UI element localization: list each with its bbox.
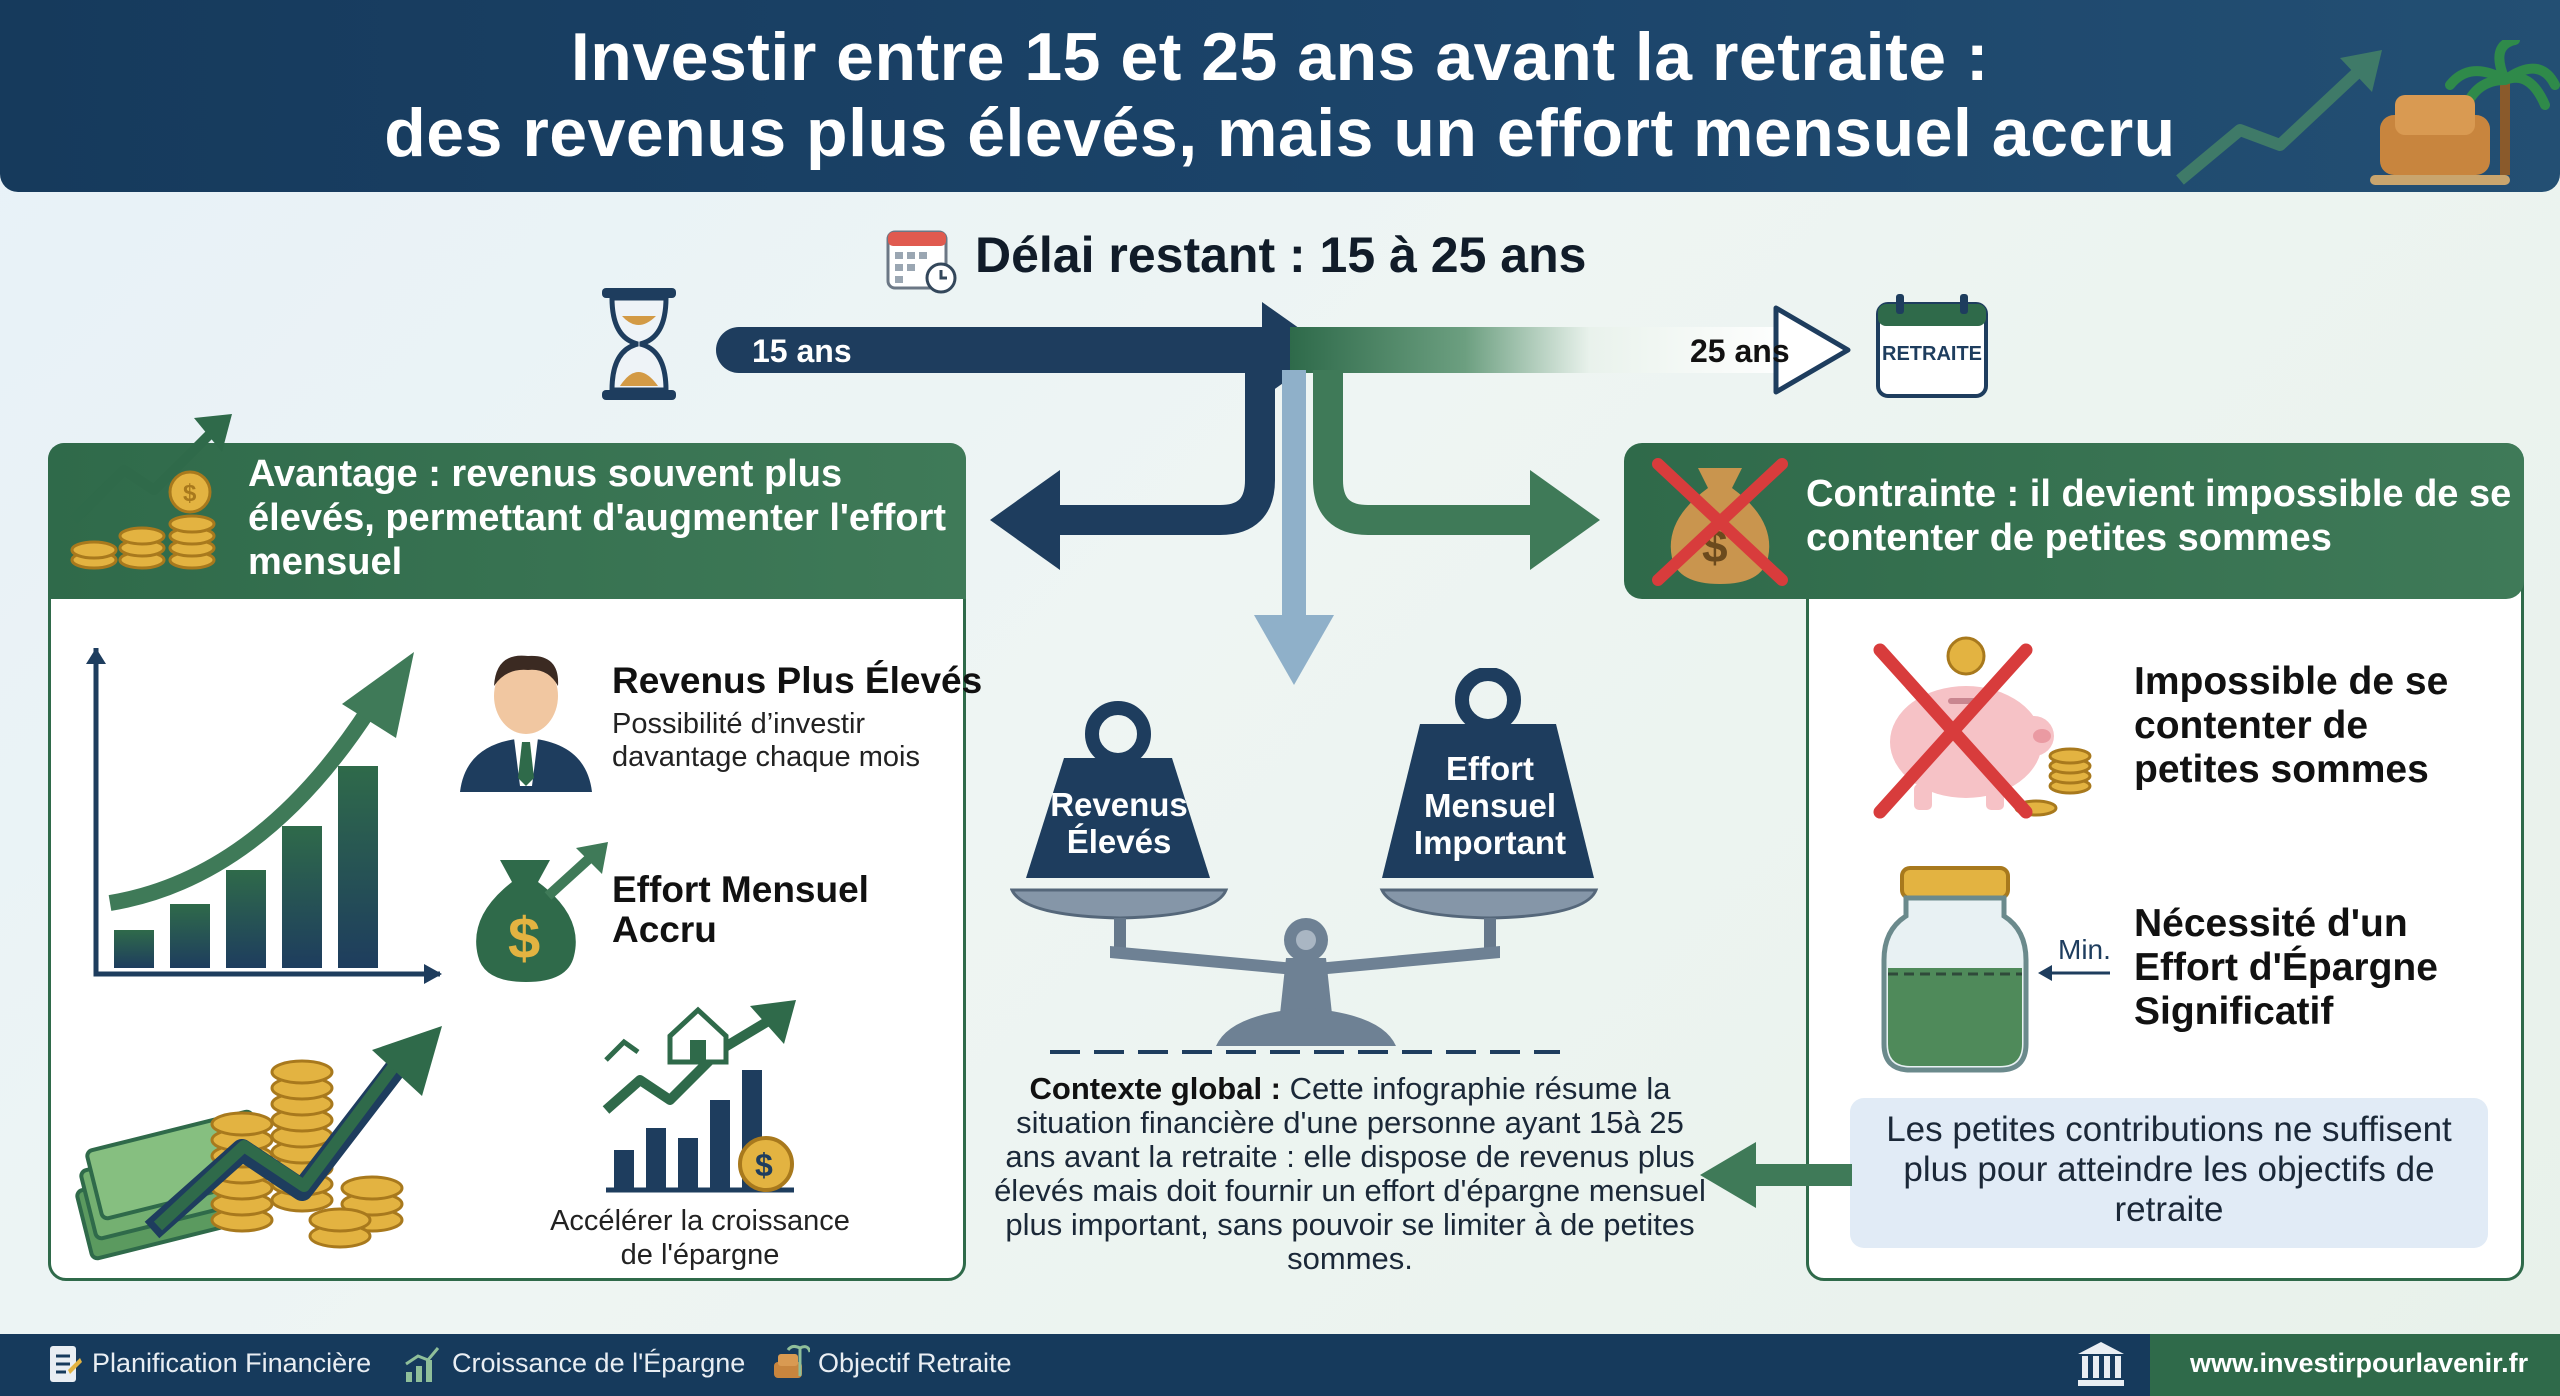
savings-jar-icon bbox=[1881, 866, 2029, 1073]
page-title-line1: Investir entre 15 et 25 ans avant la ret… bbox=[570, 19, 1990, 95]
accelerate-savings-caption: Accélérer la croissance de l'épargne bbox=[550, 1205, 850, 1271]
footer-retirement-goal: Objectif Retraite bbox=[818, 1348, 1012, 1378]
higher-income-desc: Possibilité d’investir davantage chaque … bbox=[612, 708, 920, 773]
significant-effort-title: Nécessité d'un Effort d'Épargne Signific… bbox=[2134, 902, 2438, 1033]
small-contributions-note: Les petites contributions ne suffisent p… bbox=[1886, 1110, 2452, 1229]
retirement-goal-icon bbox=[774, 1344, 810, 1378]
advantage-heading: Avantage : revenus souvent plus élevés, … bbox=[248, 453, 947, 583]
jar-min-label: Min. bbox=[2058, 934, 2111, 965]
footer-savings-growth: Croissance de l'Épargne bbox=[452, 1348, 746, 1378]
branch-arrows bbox=[990, 370, 1600, 685]
svg-text:$: $ bbox=[755, 1147, 773, 1183]
cash-coins-growth-icon bbox=[75, 1026, 442, 1261]
bank-icon bbox=[2078, 1342, 2124, 1386]
increased-effort-title: Effort Mensuel Accru bbox=[612, 869, 869, 950]
delay-title: Délai restant : 15 à 25 ans bbox=[975, 227, 1587, 283]
weight-left-label: Revenus Élevés bbox=[1050, 786, 1188, 860]
growth-bar-chart-icon bbox=[86, 648, 442, 984]
header-banner bbox=[0, 0, 2560, 192]
constraint-heading: Contrainte : il devient impossible de se… bbox=[1806, 473, 2512, 559]
page-title-line2: des revenus plus élevés, mais un effort … bbox=[384, 95, 2176, 171]
note-to-context-arrow bbox=[1700, 1142, 1852, 1208]
global-context-text: Contexte global : Cette infographie résu… bbox=[990, 1072, 1710, 1276]
timeline-end-label: 25 ans bbox=[1690, 333, 1790, 369]
timeline-end-arrow-icon bbox=[1773, 305, 1851, 395]
coins-growth-icon: $ bbox=[70, 414, 232, 570]
money-bag-icon: $ bbox=[476, 842, 608, 982]
planning-document-icon bbox=[50, 1346, 82, 1382]
footer-url-area bbox=[2150, 1334, 2560, 1396]
retirement-calendar-icon bbox=[1876, 294, 1988, 398]
crossed-money-bag-icon: $ bbox=[1652, 458, 1788, 586]
higher-income-title: Revenus Plus Élevés bbox=[612, 660, 983, 701]
timeline-end-bar bbox=[1290, 327, 1790, 373]
savings-growth-icon bbox=[405, 1347, 440, 1382]
footer-website-link[interactable]: www.investirpourlavenir.fr bbox=[2190, 1348, 2529, 1378]
footer-planning: Planification Financière bbox=[92, 1348, 372, 1378]
crossed-piggy-bank-icon bbox=[1873, 636, 2092, 819]
minimum-level-arrow bbox=[2038, 965, 2110, 981]
context-body: Cette infographie résume la situation fi… bbox=[994, 1071, 1706, 1276]
balance-scale-icon bbox=[1010, 668, 1599, 1054]
svg-text:$: $ bbox=[183, 480, 197, 507]
svg-text:$: $ bbox=[508, 906, 540, 971]
timeline-start-bar bbox=[716, 327, 1322, 373]
calendar-icon bbox=[886, 230, 957, 294]
note-box bbox=[1850, 1098, 2488, 1248]
retirement-growth-icon bbox=[2176, 40, 2560, 185]
small-sums-impossible-title: Impossible de se contenter de petites so… bbox=[2134, 660, 2449, 791]
context-label: Contexte global : bbox=[1029, 1071, 1281, 1106]
retirement-calendar-label: RETRAITE bbox=[1882, 343, 1982, 365]
house-growth-chart-icon: $ bbox=[602, 1000, 796, 1193]
weight-right-label: Effort Mensuel Important bbox=[1413, 750, 1567, 861]
hourglass-icon bbox=[602, 288, 676, 400]
businessman-avatar bbox=[460, 655, 592, 792]
timeline-start-label: 15 ans bbox=[752, 333, 852, 369]
